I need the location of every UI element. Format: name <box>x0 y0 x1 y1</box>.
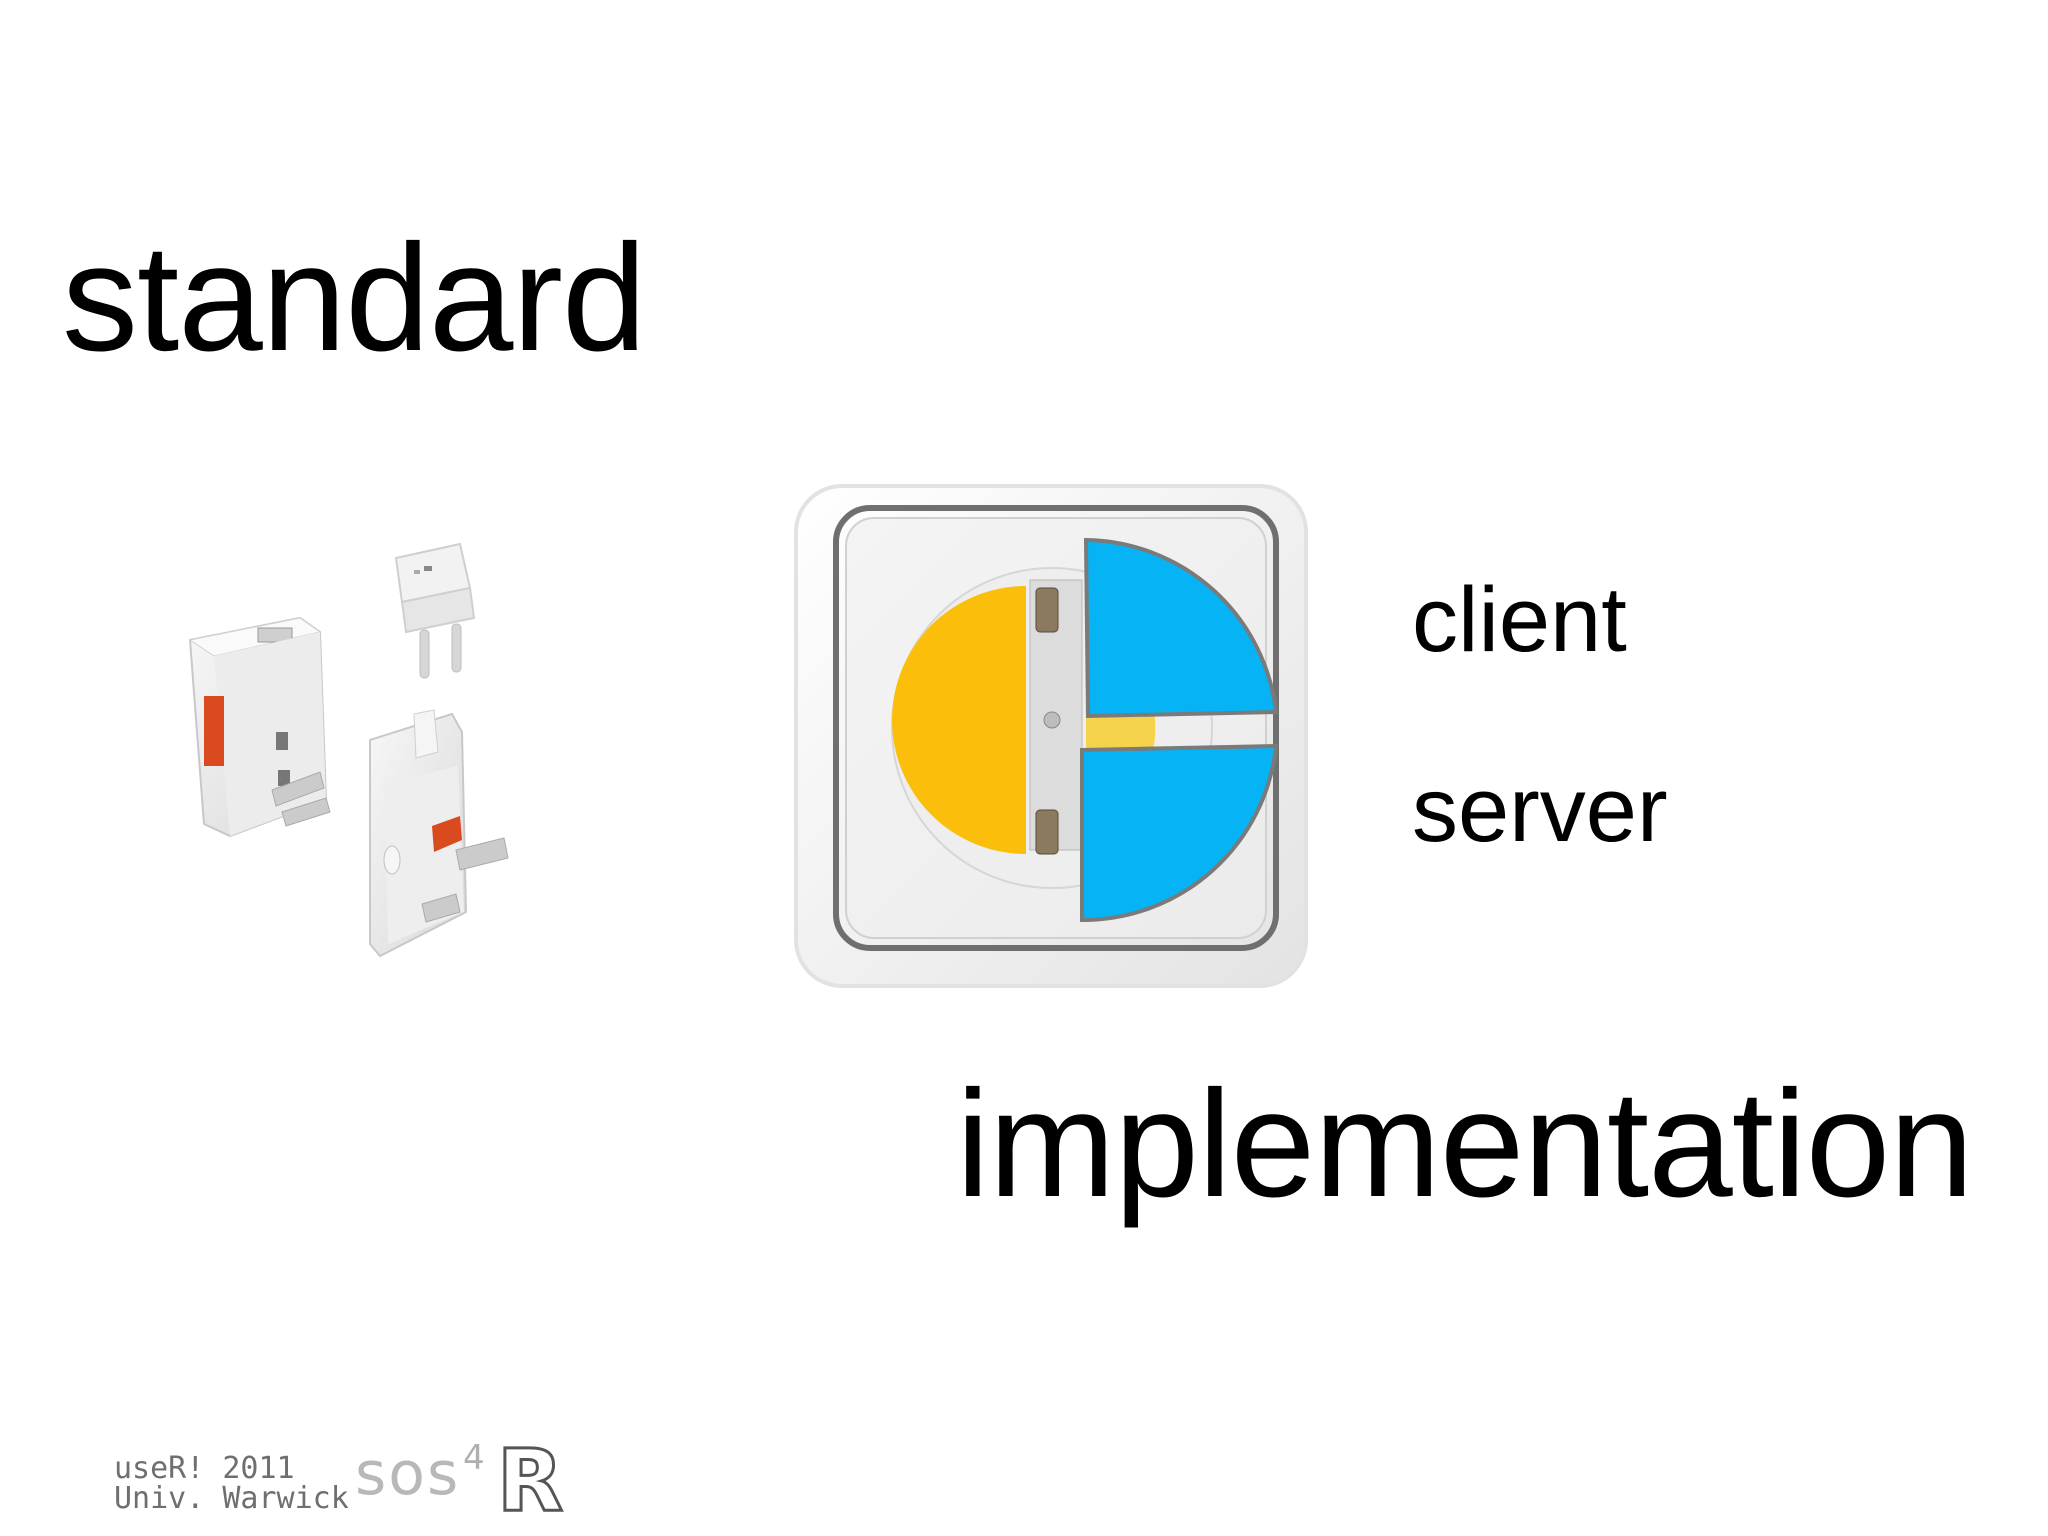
client-label: client <box>1412 569 1627 671</box>
title-standard: standard <box>62 213 647 383</box>
client-half-shape <box>892 586 1026 854</box>
server-label: server <box>1412 759 1668 861</box>
svg-text:R: R <box>497 1438 563 1518</box>
footer-text: useR! 2011 Univ. Warwick <box>114 1454 349 1514</box>
server-top-shape <box>1083 537 1279 719</box>
logo-sos-text: sos <box>355 1439 461 1509</box>
sos4r-logo: sos 4 R <box>355 1438 575 1518</box>
travel-adapters-image <box>188 542 509 958</box>
title-implementation: implementation <box>956 1059 1974 1229</box>
footer-venue: Univ. Warwick <box>114 1481 349 1516</box>
r-logo-icon: R <box>496 1438 565 1518</box>
server-bottom-shape <box>1080 743 1279 923</box>
footer-event: useR! 2011 <box>114 1451 295 1486</box>
logo-four-text: 4 <box>463 1438 485 1478</box>
socket-pie-image <box>794 484 1308 988</box>
